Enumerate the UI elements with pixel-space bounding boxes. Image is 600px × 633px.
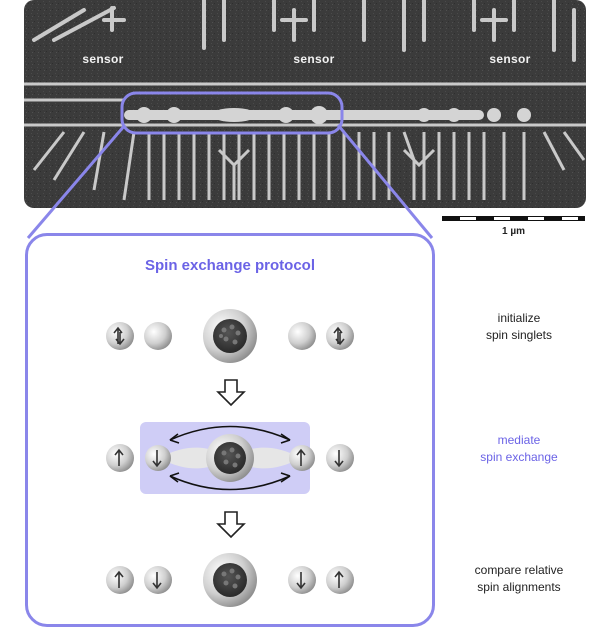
scale-label: 1 µm — [502, 226, 525, 237]
row-initialize — [106, 309, 354, 363]
step-label-compare-line2: spin alignments — [477, 580, 561, 594]
step-label-mediate-line2: spin exchange — [480, 450, 558, 464]
step-label-compare: compare relative spin alignments — [444, 562, 594, 596]
dot-right-inner — [288, 322, 316, 350]
sensor-label-right: sensor — [489, 52, 531, 66]
sensor-label-center: sensor — [293, 52, 335, 66]
device-micrograph — [24, 0, 586, 208]
scale-bar — [442, 216, 585, 221]
step-label-mediate-line1: mediate — [497, 433, 541, 447]
step-label-mediate: mediate spin exchange — [444, 432, 594, 466]
sensor-label-left: sensor — [82, 52, 124, 66]
row-mediate — [106, 422, 354, 494]
step-label-initialize: initialize spin singlets — [444, 310, 594, 344]
step-label-initialize-line2: spin singlets — [485, 328, 553, 342]
row-compare — [106, 553, 354, 607]
down-arrow-2-icon — [216, 511, 246, 539]
step-label-initialize-line1: initialize — [497, 311, 541, 325]
dot-left-inner — [144, 322, 172, 350]
down-arrow-1-icon — [216, 379, 246, 407]
step-label-compare-line1: compare relative — [474, 563, 564, 577]
protocol-title: Spin exchange protocol — [144, 257, 316, 274]
